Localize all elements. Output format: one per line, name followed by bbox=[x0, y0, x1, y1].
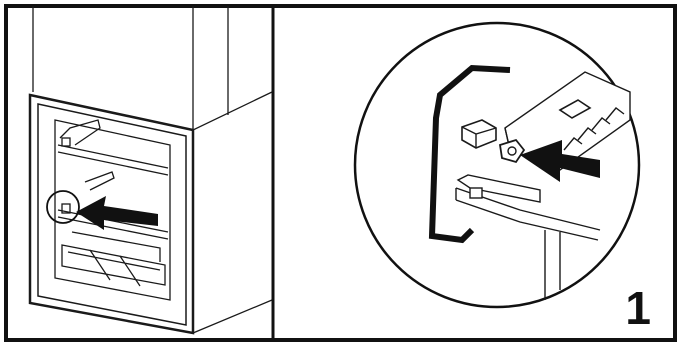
step-number: 1 bbox=[625, 285, 651, 331]
